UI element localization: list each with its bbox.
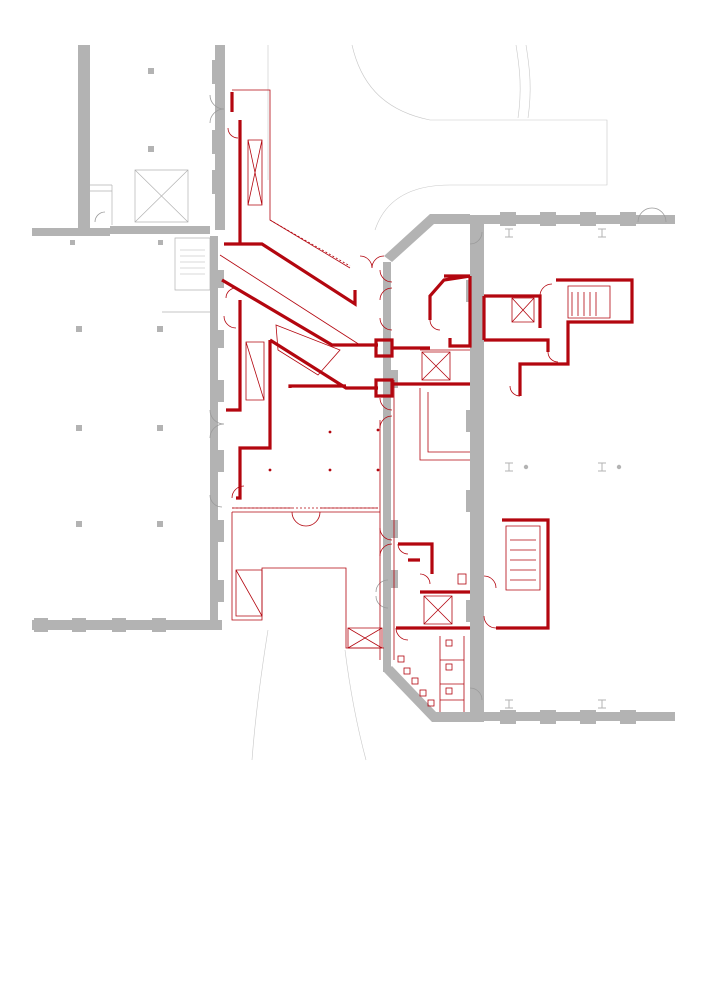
right-existing-building — [383, 212, 675, 724]
existing-doors — [94, 94, 667, 701]
site-context-lines — [251, 44, 608, 761]
left-existing-building — [32, 45, 225, 632]
new-construction — [219, 89, 634, 712]
